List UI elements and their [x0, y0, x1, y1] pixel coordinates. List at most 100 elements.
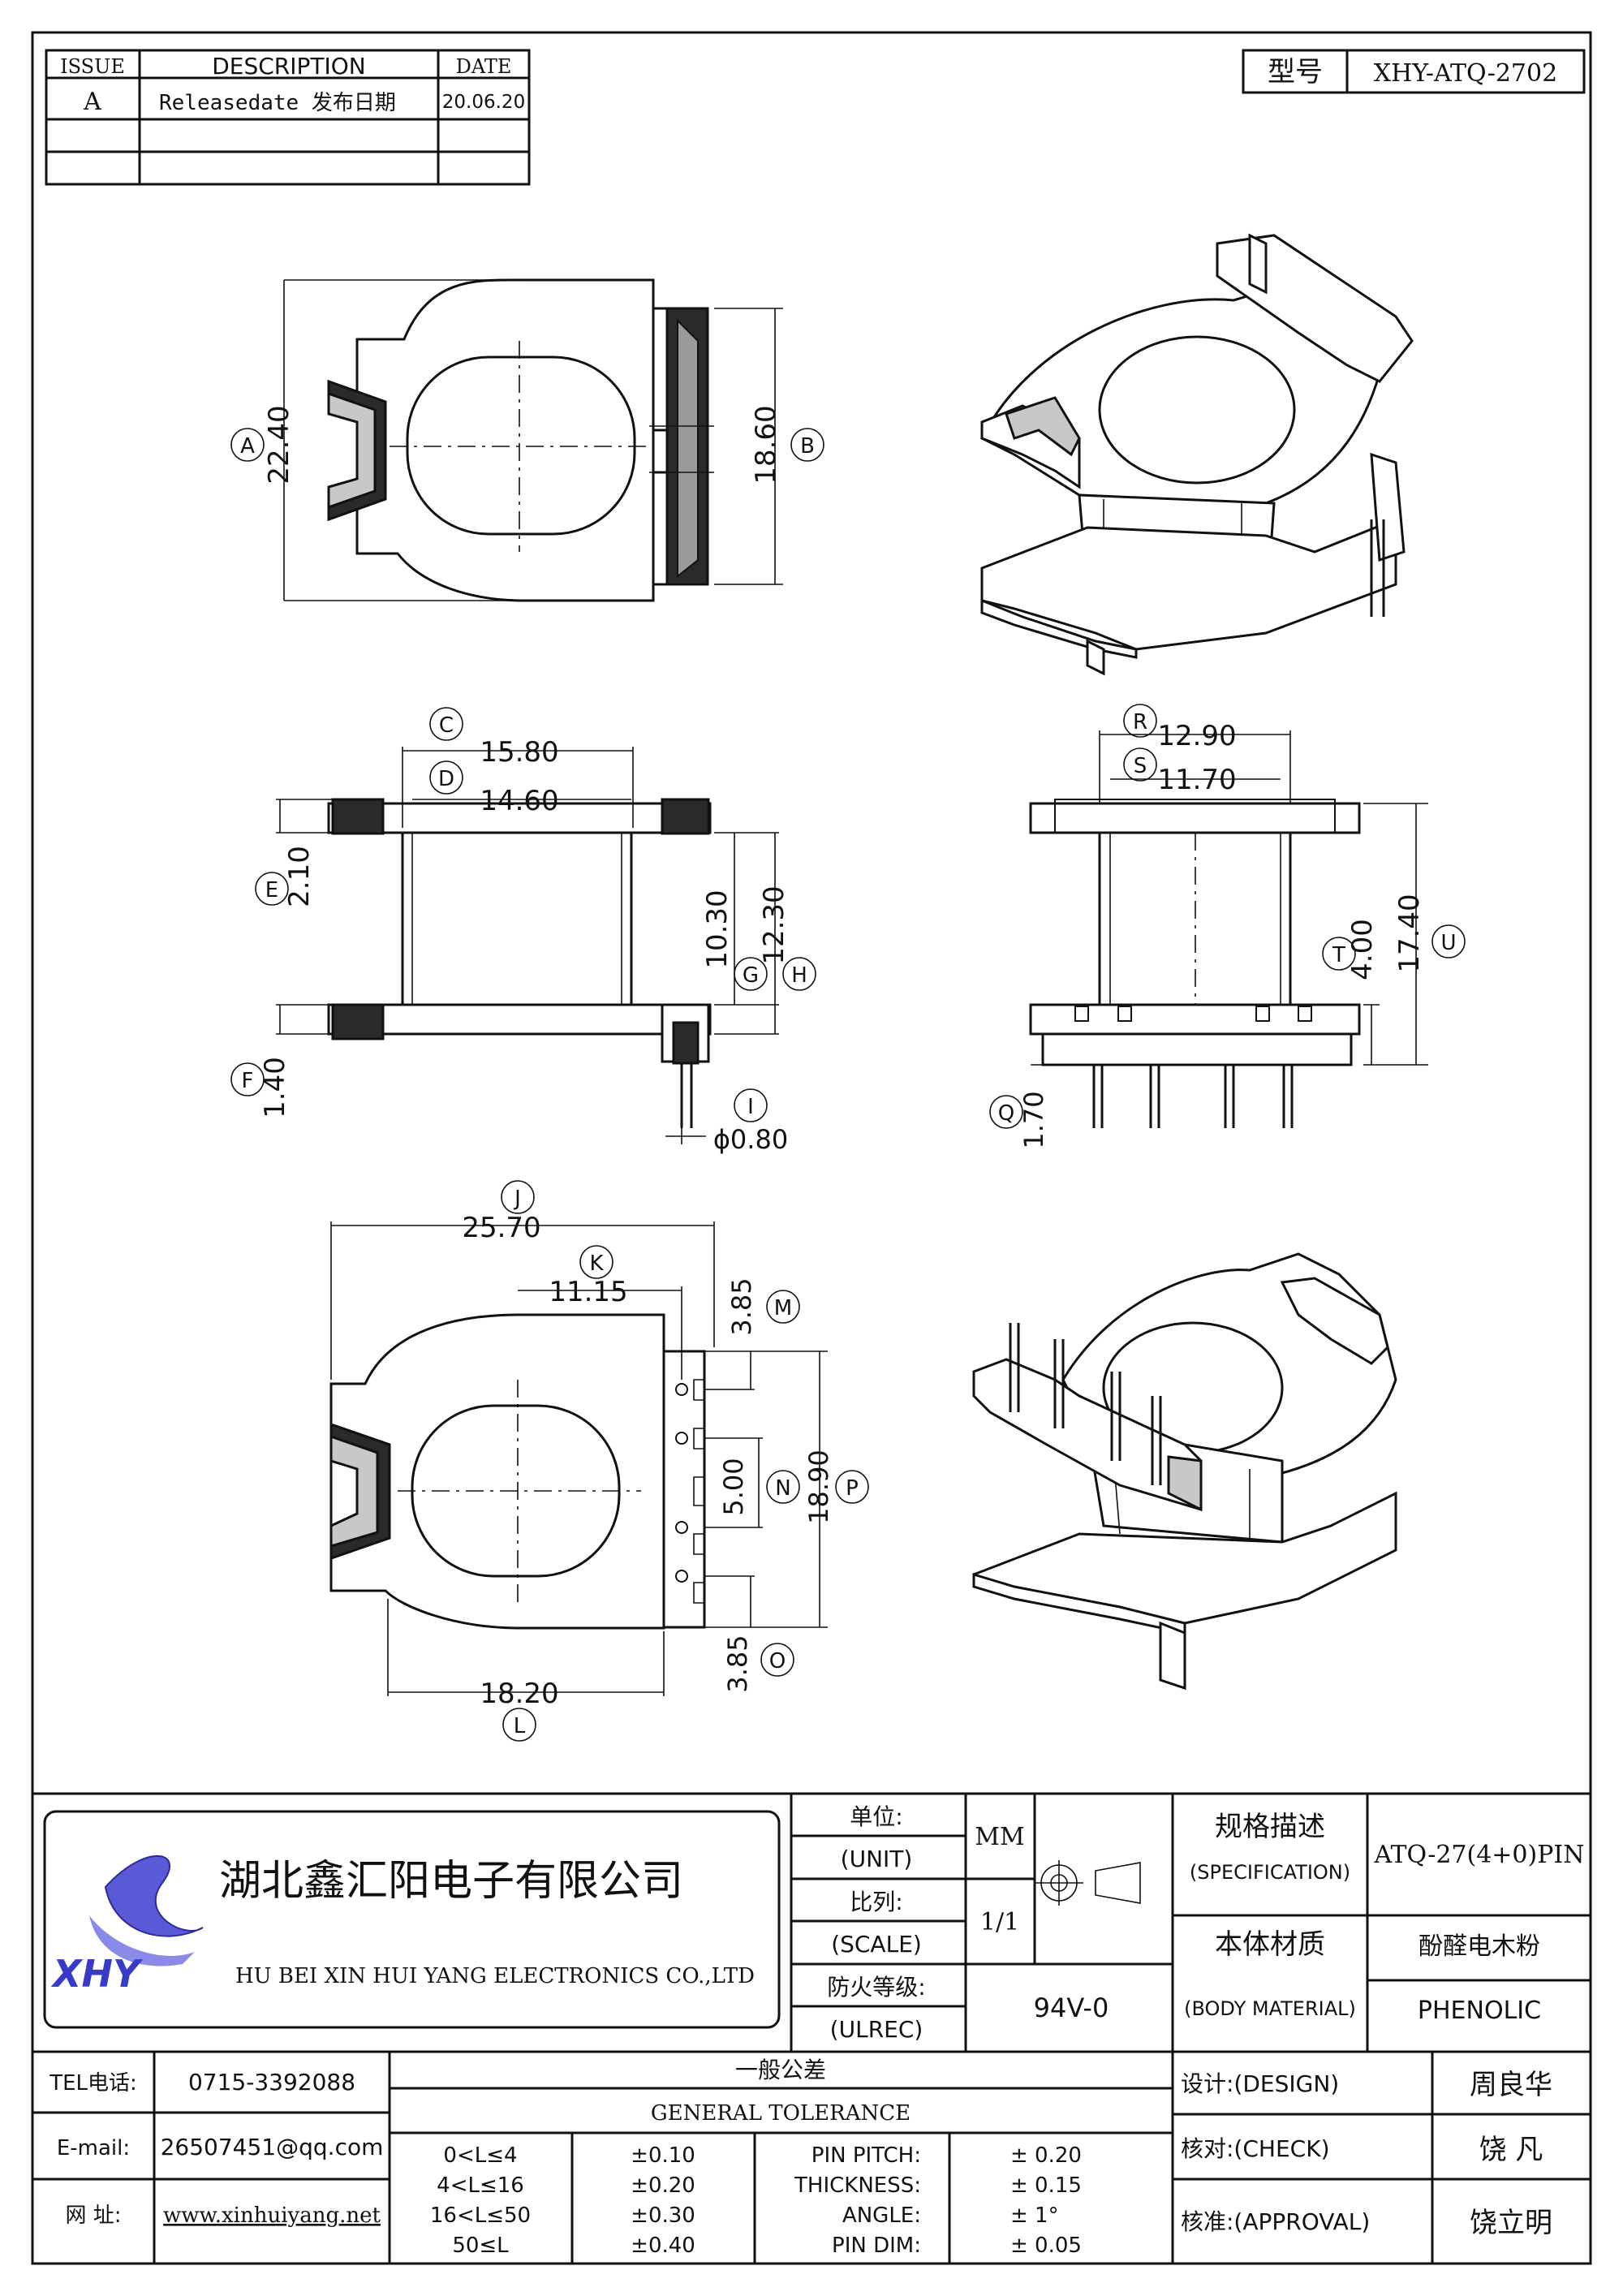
logo-text: XHY — [50, 1952, 144, 1996]
svg-text:S: S — [1134, 754, 1147, 778]
dim-P: 18.90 — [803, 1450, 834, 1524]
model-value: XHY-ATQ-2702 — [1374, 59, 1557, 88]
dim-A: 22.40 — [263, 405, 295, 484]
dim-Q: 1.70 — [1018, 1091, 1049, 1148]
projection-symbol — [1035, 1860, 1141, 1906]
svg-text:F: F — [242, 1069, 254, 1093]
tol-value-3: ±0.30 — [631, 2203, 695, 2228]
dim-J: 25.70 — [462, 1212, 540, 1244]
dim-R: 12.90 — [1157, 720, 1236, 752]
svg-text:R: R — [1133, 710, 1147, 734]
spec-label-en: (SPECIFICATION) — [1190, 1861, 1350, 1884]
rev-date: 20.06.20 — [442, 92, 525, 113]
fire-label-en: (ULREC) — [830, 2016, 923, 2043]
tel-value: 0715-3392088 — [188, 2069, 355, 2096]
email-value: 26507451@qq.com — [161, 2134, 384, 2160]
dim-N: 5.00 — [718, 1458, 749, 1515]
rev-header-description: DESCRIPTION — [212, 53, 366, 80]
check-name: 饶 凡 — [1479, 2134, 1543, 2166]
company-name-en: HU BEI XIN HUI YANG ELECTRONICS CO.,LTD — [235, 1964, 755, 1988]
iso-view-top — [979, 233, 1414, 676]
svg-text:O: O — [769, 1649, 786, 1674]
tolerance-label-cn: 一般公差 — [735, 2057, 826, 2083]
tol-range-2: 4<L≤16 — [437, 2173, 524, 2198]
title-block: XHY 湖北鑫汇阳电子有限公司 HU BEI XIN HUI YANG ELEC… — [32, 1792, 1591, 2264]
dim-U: 17.40 — [1393, 894, 1426, 972]
approval-name: 饶立明 — [1470, 2207, 1552, 2239]
spec-label-cn: 规格描述 — [1215, 1811, 1325, 1843]
tol-value-1: ±0.10 — [631, 2143, 695, 2168]
unit-label-en: (UNIT) — [841, 1846, 913, 1872]
front-view: C 15.80 D 14.60 E 2.10 F 1.40 G 10.30 H … — [230, 707, 816, 1155]
dim-S: 11.70 — [1157, 764, 1236, 796]
tol-range-4: 50≤L — [452, 2234, 509, 2258]
company-logo: XHY — [50, 1854, 204, 1996]
dim-L: 18.20 — [480, 1678, 558, 1710]
dim-B: 18.60 — [750, 405, 782, 484]
spec-thickness-value: ± 0.15 — [1010, 2173, 1082, 2198]
svg-text:Q: Q — [998, 1101, 1014, 1126]
svg-text:C: C — [439, 713, 454, 738]
unit-value: MM — [975, 1823, 1024, 1851]
rev-issue: A — [83, 88, 101, 116]
scale-label-cn: 比列: — [850, 1889, 902, 1915]
svg-text:E: E — [265, 878, 278, 902]
web-label: 网 址: — [65, 2203, 121, 2228]
fire-value: 94V-0 — [1034, 1992, 1109, 2023]
tol-range-1: 0<L≤4 — [443, 2143, 517, 2168]
company-name-cn: 湖北鑫汇阳电子有限公司 — [219, 1857, 683, 1906]
svg-text:T: T — [1332, 943, 1345, 967]
web-value[interactable]: www.xinhuiyang.net — [163, 2203, 381, 2228]
svg-text:M: M — [774, 1296, 792, 1320]
side-view: R 12.90 S 11.70 T 4.00 U 17.40 Q 1.70 — [989, 704, 1466, 1149]
design-name: 周良华 — [1470, 2069, 1552, 2101]
unit-label-cn: 单位: — [850, 1803, 902, 1830]
spec-thickness-label: THICKNESS: — [794, 2173, 921, 2198]
tel-label: TEL电话: — [49, 2071, 137, 2096]
fire-label-cn: 防火等级: — [827, 1974, 925, 2001]
svg-text:H: H — [791, 963, 807, 988]
dim-K: 11.15 — [549, 1276, 627, 1308]
spec-value: ATQ-27(4+0)PIN — [1373, 1841, 1584, 1869]
svg-text:J: J — [513, 1187, 521, 1211]
material-value-en: PHENOLIC — [1418, 1997, 1541, 2025]
svg-text:D: D — [438, 767, 454, 791]
dim-G: 10.30 — [701, 890, 734, 968]
iso-view-bottom — [972, 1252, 1397, 1691]
rev-header-date: DATE — [456, 55, 512, 78]
dim-D: 14.60 — [480, 785, 558, 817]
material-label-cn: 本体材质 — [1215, 1928, 1325, 1961]
svg-text:B: B — [800, 434, 815, 459]
material-value-cn: 酚醛电木粉 — [1419, 1932, 1540, 1961]
tol-value-4: ±0.40 — [631, 2234, 695, 2258]
spec-angle-label: ANGLE: — [842, 2203, 921, 2228]
rev-header-issue: ISSUE — [60, 55, 125, 78]
svg-text:I: I — [747, 1095, 754, 1119]
email-label: E-mail: — [57, 2136, 130, 2160]
dim-E: 2.10 — [283, 846, 316, 907]
scale-value: 1/1 — [980, 1908, 1019, 1936]
dim-C: 15.80 — [480, 736, 558, 769]
model-box: 型号 XHY-ATQ-2702 — [1242, 49, 1586, 94]
design-label: 设计:(DESIGN) — [1181, 2070, 1339, 2097]
sheet-border — [31, 31, 1592, 2265]
svg-text:A: A — [240, 434, 255, 459]
svg-text:N: N — [775, 1476, 790, 1501]
svg-text:K: K — [589, 1251, 604, 1276]
dim-F: 1.40 — [259, 1057, 291, 1118]
spec-pin-pitch-label: PIN PITCH: — [812, 2143, 921, 2168]
dim-T: 4.00 — [1346, 919, 1379, 980]
tol-range-3: 16<L≤50 — [430, 2203, 531, 2228]
bottom-view: J 25.70 K 11.15 L 18.20 M 3.85 N 5.00 P … — [329, 1180, 869, 1742]
spec-pin-dim-label: PIN DIM: — [832, 2234, 921, 2258]
revision-table: ISSUE DESCRIPTION DATE A Releasedate 发布日… — [45, 49, 531, 186]
spec-angle-value: ± 1° — [1010, 2203, 1059, 2228]
svg-text:G: G — [743, 963, 759, 988]
svg-text:L: L — [514, 1714, 526, 1738]
dim-M: 3.85 — [726, 1277, 757, 1335]
model-label: 型号 — [1268, 56, 1323, 88]
dim-H: 12.30 — [758, 885, 790, 964]
tol-value-2: ±0.20 — [631, 2173, 695, 2198]
top-view: A 22.40 B 18.60 — [230, 278, 824, 602]
approval-label: 核准:(APPROVAL) — [1181, 2208, 1370, 2235]
